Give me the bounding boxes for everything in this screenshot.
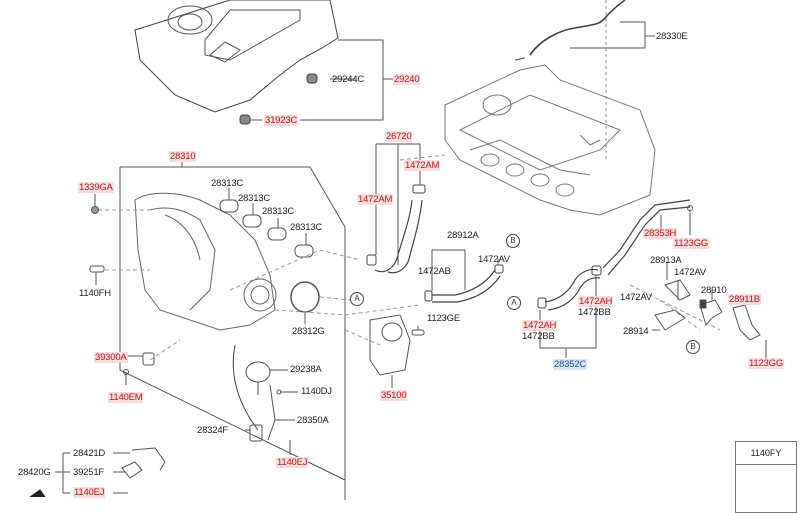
part-label-28324f[interactable]: 28324F xyxy=(197,425,229,436)
connector-a-right[interactable]: A xyxy=(507,296,521,310)
clip-39251f[interactable] xyxy=(121,461,143,479)
part-label-28911b[interactable]: 28911B xyxy=(728,294,761,305)
connector-a-left[interactable]: A xyxy=(350,292,364,306)
hose-28352c[interactable] xyxy=(537,265,602,311)
part-label-28912a[interactable]: 28912A xyxy=(447,230,479,241)
part-label-1472ah-2[interactable]: 1472AH xyxy=(578,296,614,307)
sensor-39300a[interactable] xyxy=(142,352,155,366)
part-label-1140ej-2[interactable]: 1140EJ xyxy=(73,487,106,498)
part-label-1472am-2[interactable]: 1472AM xyxy=(357,194,394,205)
nut-1339ga[interactable] xyxy=(91,206,99,214)
intake-manifold[interactable] xyxy=(134,192,277,331)
part-label-35100[interactable]: 35100 xyxy=(380,390,408,401)
fastener-legend-box: 1140FY xyxy=(735,441,797,513)
part-label-1472bb-1[interactable]: 1472BB xyxy=(522,331,555,342)
bolt-1140fh[interactable] xyxy=(89,265,105,273)
bracket-28421d[interactable] xyxy=(131,447,166,471)
connector-b-top[interactable]: B xyxy=(506,234,520,248)
part-label-1339ga[interactable]: 1339GA xyxy=(78,182,114,193)
cylinder-head[interactable] xyxy=(444,64,656,216)
part-label-1472ab[interactable]: 1472AB xyxy=(418,266,451,277)
nut-31923c[interactable] xyxy=(239,114,251,125)
valve-28910[interactable] xyxy=(699,299,723,327)
part-label-28421d[interactable]: 28421D xyxy=(73,448,106,459)
part-label-29240[interactable]: 29240 xyxy=(393,74,421,85)
bolt-1123ge[interactable] xyxy=(411,329,425,336)
part-label-28350a[interactable]: 28350A xyxy=(297,415,329,426)
parts-diagram xyxy=(29,0,768,500)
hose-28912a[interactable] xyxy=(424,264,504,303)
part-label-29244c[interactable]: 29244C xyxy=(332,74,365,85)
part-label-1472av-1[interactable]: 1472AV xyxy=(478,254,510,265)
part-label-1472av-2[interactable]: 1472AV xyxy=(674,267,706,278)
part-label-28910[interactable]: 28910 xyxy=(701,285,727,296)
valve-28324f[interactable] xyxy=(249,424,263,442)
part-label-28313c-3[interactable]: 28313C xyxy=(262,206,295,217)
nut-29244c[interactable] xyxy=(306,73,318,84)
part-label-26720[interactable]: 26720 xyxy=(385,131,413,142)
part-label-1123gg-2[interactable]: 1123GG xyxy=(748,358,785,369)
part-label-1472bb-2[interactable]: 1472BB xyxy=(578,307,611,318)
fastener-legend-header[interactable]: 1140FY xyxy=(736,442,796,465)
part-label-1140em[interactable]: 1140EM xyxy=(108,392,144,403)
part-label-1472ah-1[interactable]: 1472AH xyxy=(522,320,558,331)
part-label-1472av-3[interactable]: 1472AV xyxy=(620,292,652,303)
part-label-29238a[interactable]: 29238A xyxy=(290,364,322,375)
throttle-body-35100[interactable] xyxy=(369,314,411,376)
part-label-28914[interactable]: 28914 xyxy=(623,326,649,337)
gasket-28312g[interactable] xyxy=(290,281,320,313)
part-label-28420g[interactable]: 28420G xyxy=(18,467,51,478)
part-label-28310[interactable]: 28310 xyxy=(169,151,197,162)
part-label-1140dj[interactable]: 1140DJ xyxy=(301,386,332,397)
part-label-28330e[interactable]: 28330E xyxy=(656,31,688,42)
connector-b-bottom[interactable]: B xyxy=(686,340,700,354)
bracket-28914[interactable] xyxy=(654,309,686,331)
tube-28330e[interactable] xyxy=(514,0,626,61)
part-label-31923c[interactable]: 31923C xyxy=(264,115,299,126)
gaskets-28313c[interactable] xyxy=(219,199,314,258)
part-label-39300a[interactable]: 39300A xyxy=(94,352,128,363)
part-label-1123gg-1[interactable]: 1123GG xyxy=(673,238,710,249)
part-label-28353h[interactable]: 28353H xyxy=(643,228,678,239)
part-label-28913a[interactable]: 28913A xyxy=(650,255,682,266)
part-label-1472am-1[interactable]: 1472AM xyxy=(404,160,441,171)
engine-cover[interactable] xyxy=(134,0,339,113)
part-label-28313c-2[interactable]: 28313C xyxy=(238,193,271,204)
bracket-28911b[interactable] xyxy=(732,304,761,341)
part-label-39251f[interactable]: 39251F xyxy=(73,467,105,478)
part-label-28352c[interactable]: 28352C xyxy=(553,359,588,370)
actuator-29238a[interactable] xyxy=(245,361,271,395)
part-label-1123ge[interactable]: 1123GE xyxy=(427,313,460,324)
part-label-28313c-1[interactable]: 28313C xyxy=(211,178,244,189)
pipe-28353h[interactable] xyxy=(602,199,691,276)
part-label-28312g[interactable]: 28312G xyxy=(292,326,325,337)
valve-bracket-28913a[interactable] xyxy=(664,279,691,301)
part-label-28313c-4[interactable]: 28313C xyxy=(290,222,323,233)
part-label-1140fh[interactable]: 1140FH xyxy=(79,288,111,299)
part-label-1140ej-1[interactable]: 1140EJ xyxy=(276,457,309,468)
